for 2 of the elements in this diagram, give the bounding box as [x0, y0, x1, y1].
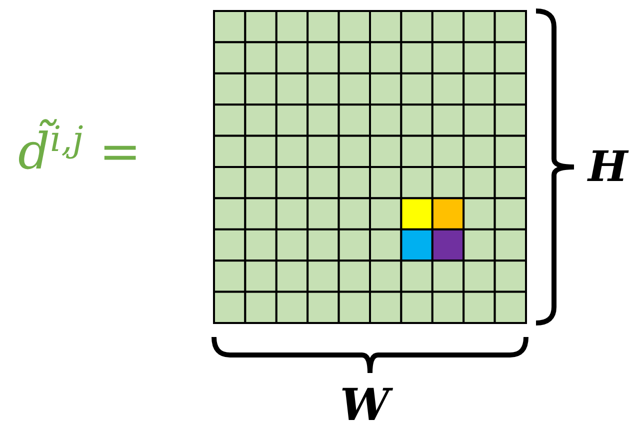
height-label: H — [588, 142, 628, 191]
formula-label: d̃$^{i,j}$ = — [18, 120, 141, 181]
